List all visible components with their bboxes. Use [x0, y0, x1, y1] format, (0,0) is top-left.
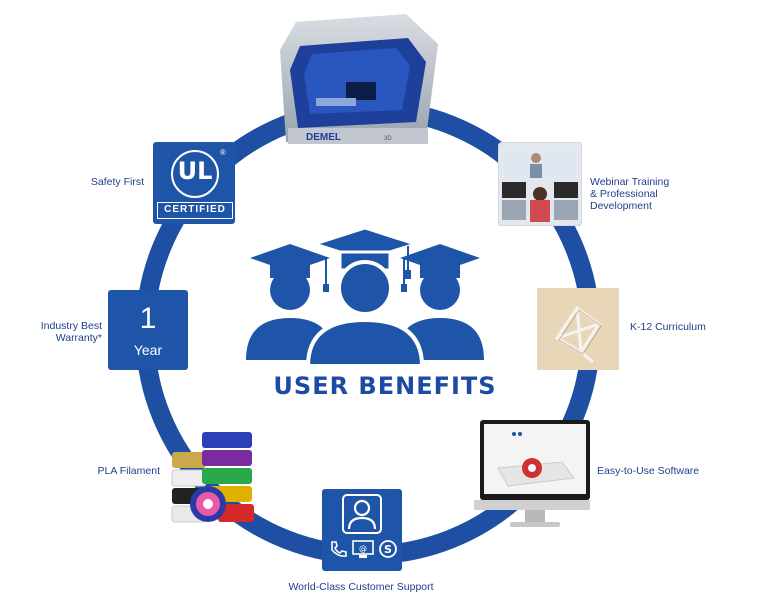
- label-webinar-line2: & Professional: [590, 188, 658, 200]
- label-warranty: Industry Best Warranty*: [30, 320, 102, 344]
- label-webinar: Webinar Training & Professional Developm…: [590, 176, 700, 212]
- ul-mark: UL: [177, 157, 213, 185]
- pla-filament-image: [171, 432, 254, 523]
- printer-brand: DEMEL: [306, 132, 341, 143]
- label-warranty-line1: Industry Best: [40, 320, 102, 332]
- skype-icon: S: [379, 540, 397, 558]
- label-filament: PLA Filament: [97, 465, 160, 477]
- computer-email-icon: @: [352, 540, 374, 558]
- svg-text:@: @: [359, 544, 367, 553]
- graduates-icon: [246, 228, 484, 368]
- label-webinar-line1: Webinar Training: [590, 176, 670, 188]
- warranty-badge: 1 Year: [108, 290, 188, 370]
- label-warranty-line2: Warranty*: [55, 332, 102, 344]
- registered-mark: ®: [220, 148, 226, 157]
- warranty-number: 1: [139, 302, 157, 335]
- webinar-training-image: [498, 142, 582, 226]
- label-safety: Safety First: [90, 176, 144, 188]
- warranty-unit: Year: [133, 342, 163, 358]
- label-curriculum: K-12 Curriculum: [630, 321, 706, 333]
- support-person-icon: [342, 494, 382, 534]
- customer-support-badge: @ S: [322, 489, 402, 571]
- center-title: USER BENEFITS: [273, 372, 497, 400]
- printer-model: 3D: [384, 136, 392, 142]
- label-software: Easy-to-Use Software: [597, 465, 700, 477]
- svg-text:S: S: [384, 543, 392, 556]
- k12-curriculum-image: [537, 288, 619, 370]
- 3d-printer-image: DEMEL 3D: [280, 14, 438, 144]
- phone-icon: [331, 541, 347, 557]
- label-support: World-Class Customer Support: [288, 581, 434, 593]
- software-monitor-image: [474, 420, 590, 527]
- label-webinar-line3: Development: [590, 200, 652, 212]
- ul-certified-badge: UL ® CERTIFIED: [153, 142, 235, 224]
- ul-certified-text: CERTIFIED: [164, 204, 226, 215]
